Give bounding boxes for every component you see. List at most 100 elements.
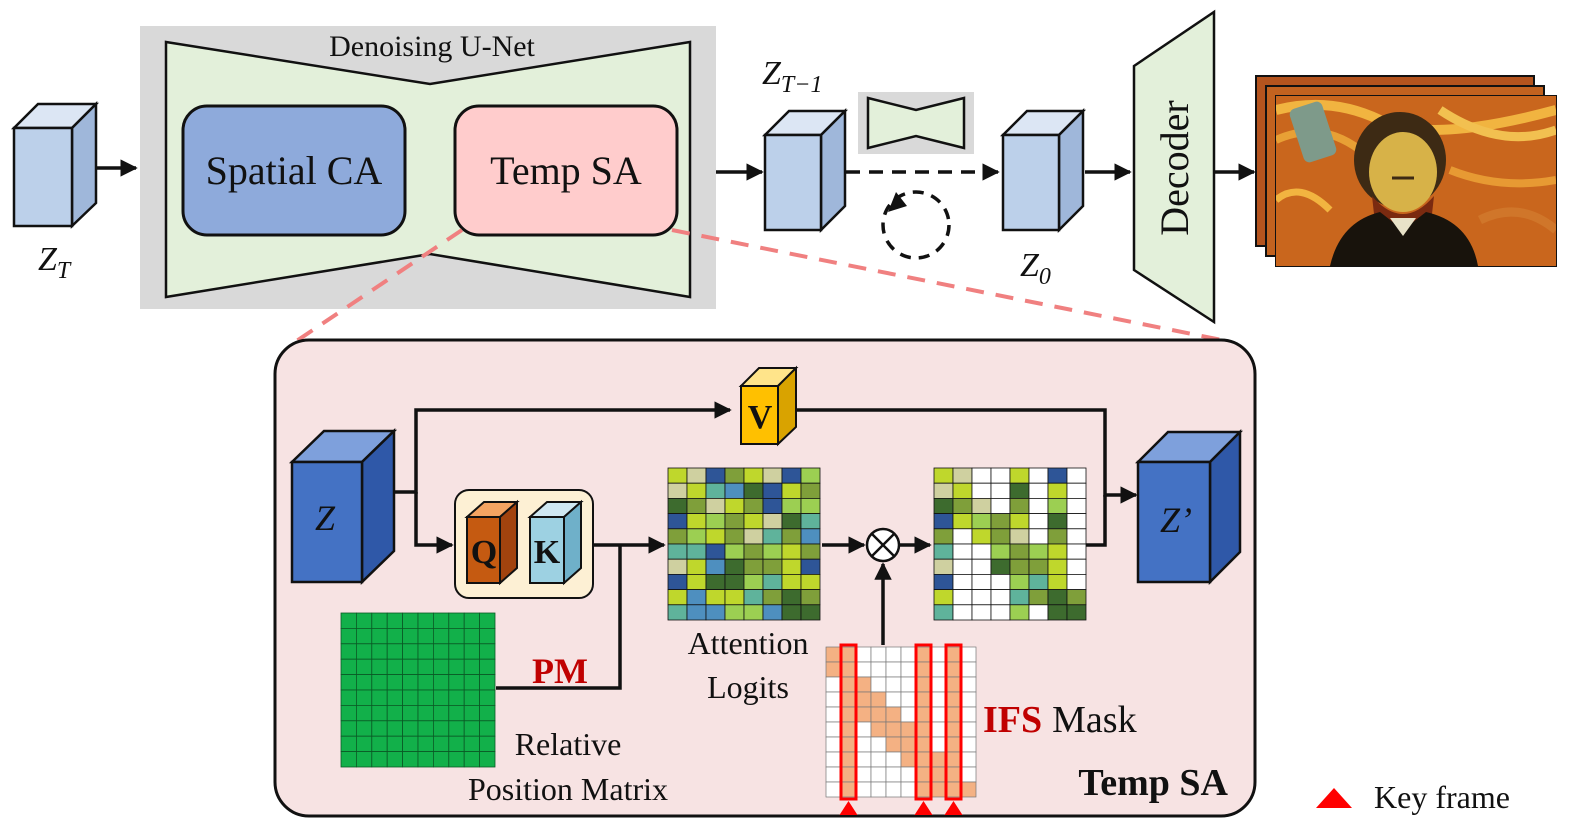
attention-cell xyxy=(686,513,707,530)
mask-cell xyxy=(855,751,872,768)
relpos-cell xyxy=(417,751,434,768)
attention-cell xyxy=(743,543,764,560)
masked-attention-cell xyxy=(1009,574,1030,591)
mask-cell xyxy=(855,691,872,708)
attention-cell xyxy=(800,543,821,560)
attention-cell xyxy=(762,604,783,621)
attention-cell xyxy=(705,497,726,514)
masked-attention-cell xyxy=(1047,513,1068,530)
attention-cell xyxy=(762,543,783,560)
mask-cell xyxy=(840,781,857,798)
masked-attention-cell xyxy=(1047,482,1068,499)
mask-cell xyxy=(900,751,917,768)
masked-attention-cell xyxy=(952,558,973,575)
attention-cell xyxy=(724,558,745,575)
masked-attention-cell xyxy=(1047,558,1068,575)
masked-attention-cell xyxy=(990,589,1011,606)
masked-attention-cell xyxy=(1066,513,1087,530)
mask-cell xyxy=(945,661,962,678)
masked-attention-cell xyxy=(1009,497,1030,514)
key-frame-marker-icon xyxy=(944,801,963,815)
temp-sa-detail-title: Temp SA xyxy=(1078,762,1228,804)
pm-label: PM xyxy=(532,651,588,691)
loop-icon xyxy=(881,190,951,260)
relpos-cell xyxy=(463,735,481,753)
mask-cell xyxy=(885,766,902,783)
masked-attention-cell xyxy=(1066,604,1087,621)
latent-zt1-label: ZT−1 xyxy=(762,55,822,98)
relpos-cell xyxy=(463,643,481,660)
masked-attention-cell xyxy=(952,543,973,560)
mask-cell xyxy=(960,706,977,723)
attention-cell xyxy=(743,558,764,575)
masked-attention-cell xyxy=(971,589,992,606)
masked-attention-cell xyxy=(1047,589,1068,606)
relpos-cell xyxy=(417,612,434,629)
mask-cell xyxy=(855,706,872,723)
masked-attention-cell xyxy=(1028,497,1049,514)
relpos-cell xyxy=(479,689,496,706)
mask-cell xyxy=(855,781,872,798)
masked-attention-cell xyxy=(971,482,992,499)
masked-attention-cell xyxy=(1009,528,1030,545)
masked-attention-cell xyxy=(971,467,992,484)
attention-cell xyxy=(686,497,707,514)
attention-label-line2: Logits xyxy=(707,669,789,705)
relpos-cell xyxy=(386,689,404,706)
relpos-cell xyxy=(463,658,481,676)
mask-cell xyxy=(870,661,887,678)
masked-attention-cell xyxy=(1066,589,1087,606)
relpos-cell xyxy=(386,751,404,768)
relpos-cell xyxy=(402,720,419,737)
mask-cell xyxy=(840,691,857,708)
relpos-cell xyxy=(371,735,388,753)
mask-cell xyxy=(900,646,917,663)
mask-cell xyxy=(945,706,962,723)
mask-cell xyxy=(915,706,932,723)
relpos-label-line2: Position Matrix xyxy=(468,771,668,807)
attention-cell xyxy=(762,574,783,591)
mask-cell xyxy=(960,766,977,783)
latent-z0-cube xyxy=(999,107,1087,234)
relpos-cell xyxy=(417,658,434,676)
relpos-cell xyxy=(371,628,388,645)
mask-cell xyxy=(960,736,977,753)
attention-cell xyxy=(743,604,764,621)
relpos-cell xyxy=(448,705,465,722)
relpos-cell xyxy=(417,643,434,660)
spatial-ca-block xyxy=(181,104,407,237)
relpos-cell xyxy=(432,735,450,753)
attention-cell xyxy=(705,528,726,545)
masked-attention-cell xyxy=(1009,482,1030,499)
relpos-cell xyxy=(448,658,465,676)
attention-cell xyxy=(762,467,783,484)
attention-cell xyxy=(686,528,707,545)
mask-cell xyxy=(915,766,932,783)
mask-cell xyxy=(945,646,962,663)
relpos-cell xyxy=(479,612,496,629)
relpos-cell xyxy=(355,751,373,768)
relpos-cell xyxy=(417,689,434,706)
attention-cell xyxy=(724,589,745,606)
detail-z-output-cube xyxy=(1134,428,1244,586)
mask-cell xyxy=(900,766,917,783)
spatial-ca-label: Spatial CA xyxy=(206,148,383,193)
mask-cell xyxy=(930,691,947,708)
attention-cell xyxy=(705,574,726,591)
relpos-cell xyxy=(479,705,496,722)
mask-cell xyxy=(885,676,902,693)
mask-cell xyxy=(885,646,902,663)
mask-cell xyxy=(900,736,917,753)
mask-cell xyxy=(915,736,932,753)
mask-cell xyxy=(885,706,902,723)
masked-attention-cell xyxy=(1009,467,1030,484)
mask-cell xyxy=(915,661,932,678)
masked-attention-cell xyxy=(971,497,992,514)
masked-attention-cell xyxy=(1066,574,1087,591)
arrow-z-to-qk xyxy=(414,492,454,554)
relpos-cell xyxy=(448,689,465,706)
attention-cell xyxy=(762,558,783,575)
mask-cell xyxy=(825,691,842,708)
relpos-cell xyxy=(355,705,373,722)
attention-cell xyxy=(781,482,802,499)
